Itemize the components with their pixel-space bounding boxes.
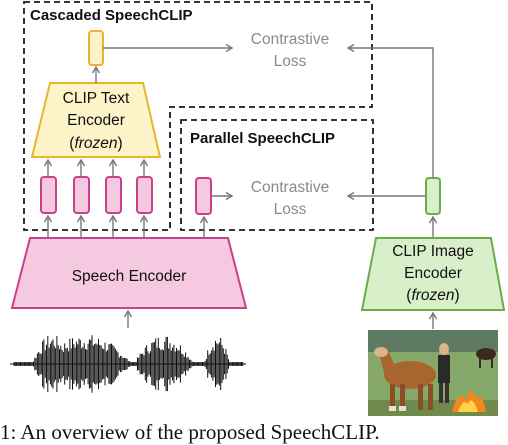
clip-image-encoder (360, 237, 506, 311)
figure-caption: 1: An overview of the proposed SpeechCLI… (0, 420, 380, 444)
text-encoder-line1: CLIP Text (63, 90, 130, 107)
speech-encoder (10, 237, 248, 309)
contrastive-loss-top-line2: Loss (274, 53, 307, 70)
horses-photo (368, 330, 498, 416)
image-embedding-token (425, 177, 441, 215)
parallel-speech-token (195, 177, 212, 215)
speech-token (73, 176, 90, 214)
contrastive-loss-top-line1: Contrastive (251, 31, 329, 48)
parallel-group-title: Parallel SpeechCLIP (190, 130, 335, 147)
cascaded-group-outline (23, 1, 373, 231)
image-encoder-line3: (frozen) (406, 287, 459, 304)
cascaded-speech-tokens (40, 176, 153, 214)
clip-text-encoder (30, 82, 162, 158)
text-encoder-line3: (frozen) (69, 135, 122, 152)
speech-token (40, 176, 57, 214)
cascaded-group-title: Cascaded SpeechCLIP (30, 7, 193, 24)
speech-encoder-label: Speech Encoder (72, 268, 187, 285)
parallel-group-outline (180, 119, 374, 231)
speech-waveform-icon (10, 335, 246, 393)
contrastive-loss-bottom-line1: Contrastive (251, 179, 329, 196)
speech-token (105, 176, 122, 214)
text-encoder-line2: Encoder (67, 112, 125, 129)
text-embedding-token (88, 30, 104, 66)
image-encoder-line2: Encoder (404, 265, 462, 282)
speech-token (136, 176, 153, 214)
contrastive-loss-bottom-line2: Loss (274, 201, 307, 218)
image-encoder-line1: CLIP Image (392, 243, 474, 260)
